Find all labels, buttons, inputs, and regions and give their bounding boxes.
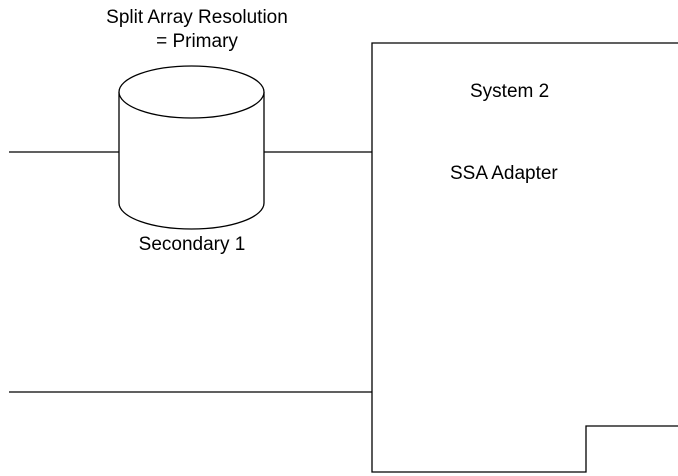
disk-cylinder-icon (118, 65, 265, 230)
disk-label: Secondary 1 (138, 234, 246, 255)
system-box (371, 42, 678, 473)
disk-body (118, 92, 265, 230)
system-title: System 2 (470, 81, 550, 102)
adapter-label: SSA Adapter (450, 163, 558, 184)
callout-line-2: = Primary (156, 31, 238, 52)
callout-line-1: Split Array Resolution (106, 7, 288, 28)
disk-top (118, 65, 265, 119)
